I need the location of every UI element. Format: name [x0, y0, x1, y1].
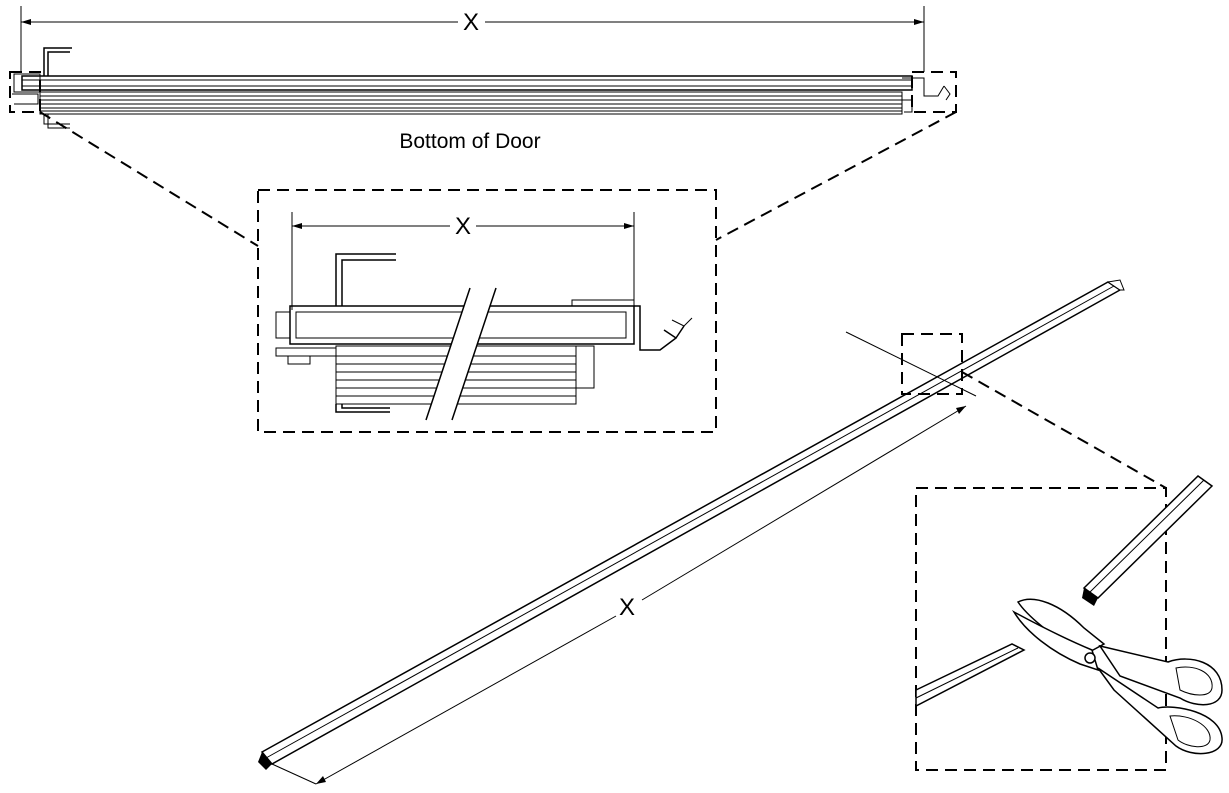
caption-bottom-of-door: Bottom of Door — [399, 130, 540, 153]
cut-detail-callout — [915, 475, 1223, 771]
left-corner-box — [9, 71, 41, 113]
detail-frame — [257, 189, 717, 433]
top-dimension-label: X — [463, 9, 479, 36]
cut-detail-frame — [915, 487, 1167, 771]
cut-leader-line — [961, 371, 1167, 489]
strip-dimension-label: X — [619, 594, 635, 621]
door-profile — [12, 47, 951, 129]
sweep-strip: X — [258, 279, 1125, 785]
strip-dimension-line — [271, 405, 967, 785]
top-dimension-line — [20, 6, 925, 72]
corner-detail-callout: X — [257, 189, 717, 433]
detail-dimension-label: X — [455, 213, 471, 240]
cut-location-box — [901, 333, 963, 395]
cut-piece-upper — [1082, 475, 1214, 606]
door-bottom-view: X Bottom of Door — [9, 6, 957, 153]
cut-mark-line — [845, 331, 977, 397]
tin-snips-icon — [1011, 598, 1223, 755]
detail-dimension-line — [291, 212, 635, 310]
right-corner-box — [911, 71, 957, 113]
cut-piece-lower — [915, 643, 1026, 708]
detail-profile — [275, 253, 693, 421]
detail-leader-lines — [39, 111, 957, 247]
